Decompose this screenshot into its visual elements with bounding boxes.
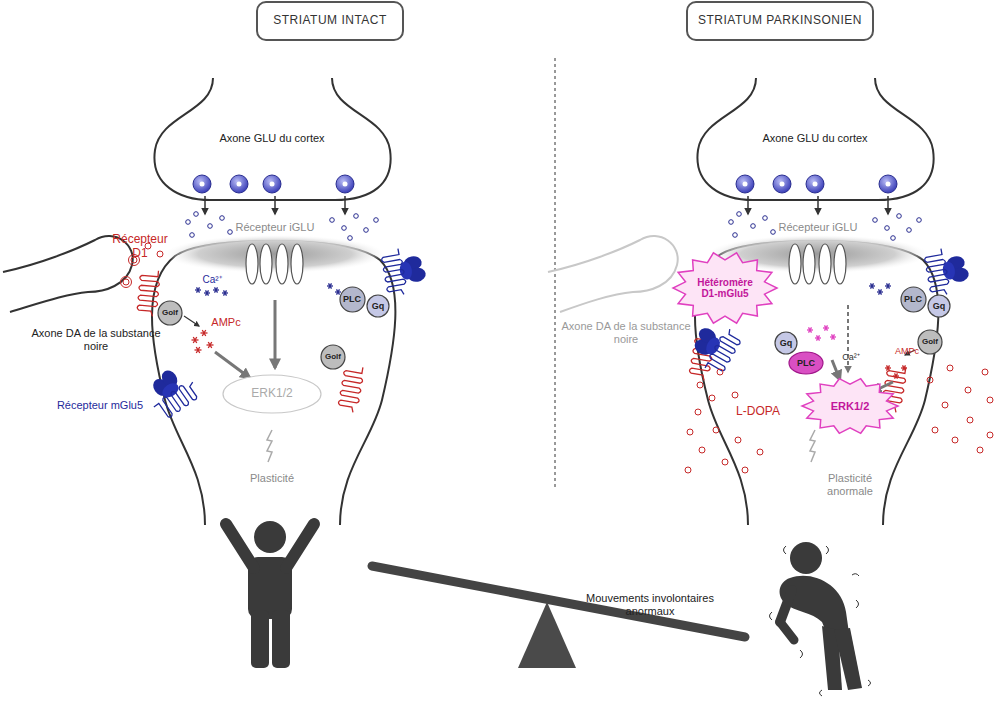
heteromer-burst: Hétéromère D1-mGlu5 [673,252,777,324]
text-label: Récepteur iGLU [220,221,330,234]
text-label: Récepteur D1 [107,232,173,261]
node-label: PLC [904,294,922,304]
node-label: Gq [372,301,385,311]
g-protein: Gq [366,294,390,318]
text-label: Ca²⁺ [195,274,229,286]
enzyme-circle: PLC [900,286,927,313]
node-label: ERK1/2 [831,400,870,413]
text-label: Ca²⁺ [836,352,866,363]
g-protein: Gq [774,331,798,355]
text-label: Axone GLU du cortex [187,132,357,145]
node-label: Gq [780,338,793,348]
node-label: Hétéromère D1-mGlu5 [690,277,760,300]
text-label: AMPc [890,346,924,357]
kinase-burst: ERK1/2 [802,378,898,434]
node-label: STRIATUM INTACT [273,14,387,28]
parkinsonian-synapse [548,78,938,525]
text-label: Axone DA de la substance noire [31,327,161,353]
node-label: STRIATUM PARKINSONIEN [698,14,862,28]
node-label: Golf [162,308,178,317]
enzyme-ellipse: PLC [788,351,824,375]
g-protein: Golf [917,329,943,355]
text-label: Récepteur iGLU [763,221,873,234]
text-label: Axone GLU du cortex [730,132,900,145]
text-label: Plasticité [227,472,317,485]
node-label: PLC [343,294,361,304]
text-label: Axone DA de la substance noire [561,320,691,346]
molecular-details [121,175,994,473]
text-label: Récepteur mGlu5 [40,399,160,412]
node-label: Golf [325,352,341,361]
node-label: Golf [922,337,938,346]
g-protein: Golf [320,344,346,370]
right-detail [729,175,972,462]
intact-synapse [3,78,395,525]
enzyme-circle: PLC [339,286,366,313]
title-box: STRIATUM PARKINSONIEN [686,1,874,41]
text-label: Mouvements involontaires anormaux [575,592,725,618]
kinase-ellipse: ERK1/2 [222,374,322,414]
separator [555,58,556,490]
node-label: ERK1/2 [251,387,292,401]
text-label: Plasticité anormale [810,472,890,498]
g-protein: Golf [157,300,183,326]
node-label: Gq [933,301,946,311]
left-detail [186,175,429,462]
g-protein: Gq [927,294,951,318]
figures [226,521,871,696]
text-label: L-DOPA [728,404,788,418]
text-label: AMPc [206,316,246,329]
title-box: STRIATUM INTACT [256,1,404,41]
node-label: PLC [797,358,815,368]
